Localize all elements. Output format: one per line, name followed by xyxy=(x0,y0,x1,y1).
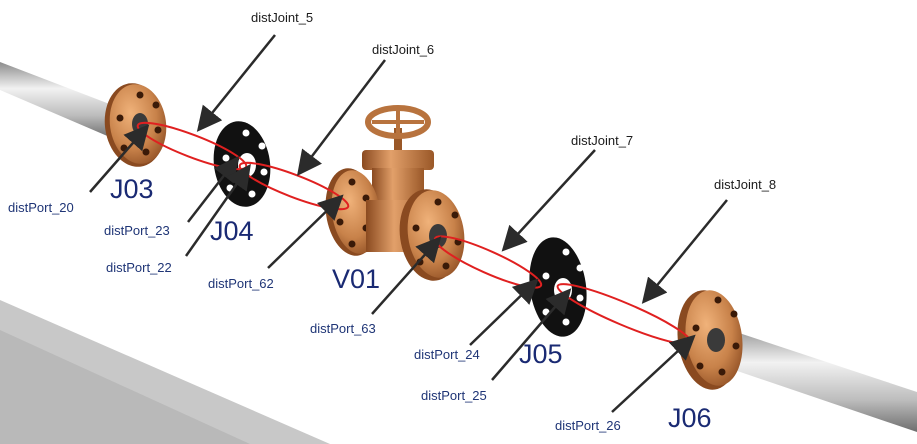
label-j06: J06 xyxy=(668,403,712,433)
label-distport-25: distPort_25 xyxy=(421,388,487,403)
label-distport-22: distPort_22 xyxy=(106,260,172,275)
callout-arrows xyxy=(89,34,728,413)
label-distjoint-5: distJoint_5 xyxy=(251,10,313,25)
label-j05: J05 xyxy=(519,339,563,369)
arrow-distport-63 xyxy=(371,236,442,315)
label-distport-24: distPort_24 xyxy=(414,347,480,362)
label-j03: J03 xyxy=(110,174,154,204)
label-j04: J04 xyxy=(210,216,254,246)
right-pipe xyxy=(705,325,917,432)
arrow-distjoint-7 xyxy=(501,149,596,252)
label-distport-63: distPort_63 xyxy=(310,321,376,336)
floor-shadow-inner xyxy=(0,330,250,444)
label-distport-62: distPort_62 xyxy=(208,276,274,291)
arrow-distjoint-6 xyxy=(296,59,386,176)
label-distjoint-7: distJoint_7 xyxy=(571,133,633,148)
valve-v01 xyxy=(325,105,465,281)
left-pipe xyxy=(0,62,120,138)
arrow-distjoint-5 xyxy=(196,34,276,132)
label-distport-20: distPort_20 xyxy=(8,200,74,215)
arrow-distport-20 xyxy=(89,124,150,193)
arrow-distport-24 xyxy=(469,278,539,346)
flange-j06 xyxy=(677,290,743,390)
label-distjoint-8: distJoint_8 xyxy=(714,177,776,192)
label-distport-23: distPort_23 xyxy=(104,223,170,238)
arrow-distport-62 xyxy=(267,194,344,269)
arrow-distport-26 xyxy=(611,334,696,413)
label-distjoint-6: distJoint_6 xyxy=(372,42,434,57)
label-distport-26: distPort_26 xyxy=(555,418,621,433)
arrow-distport-22 xyxy=(184,163,251,257)
arrow-distjoint-8 xyxy=(641,199,728,304)
label-v01: V01 xyxy=(332,264,380,294)
arrow-distport-25 xyxy=(491,288,572,381)
